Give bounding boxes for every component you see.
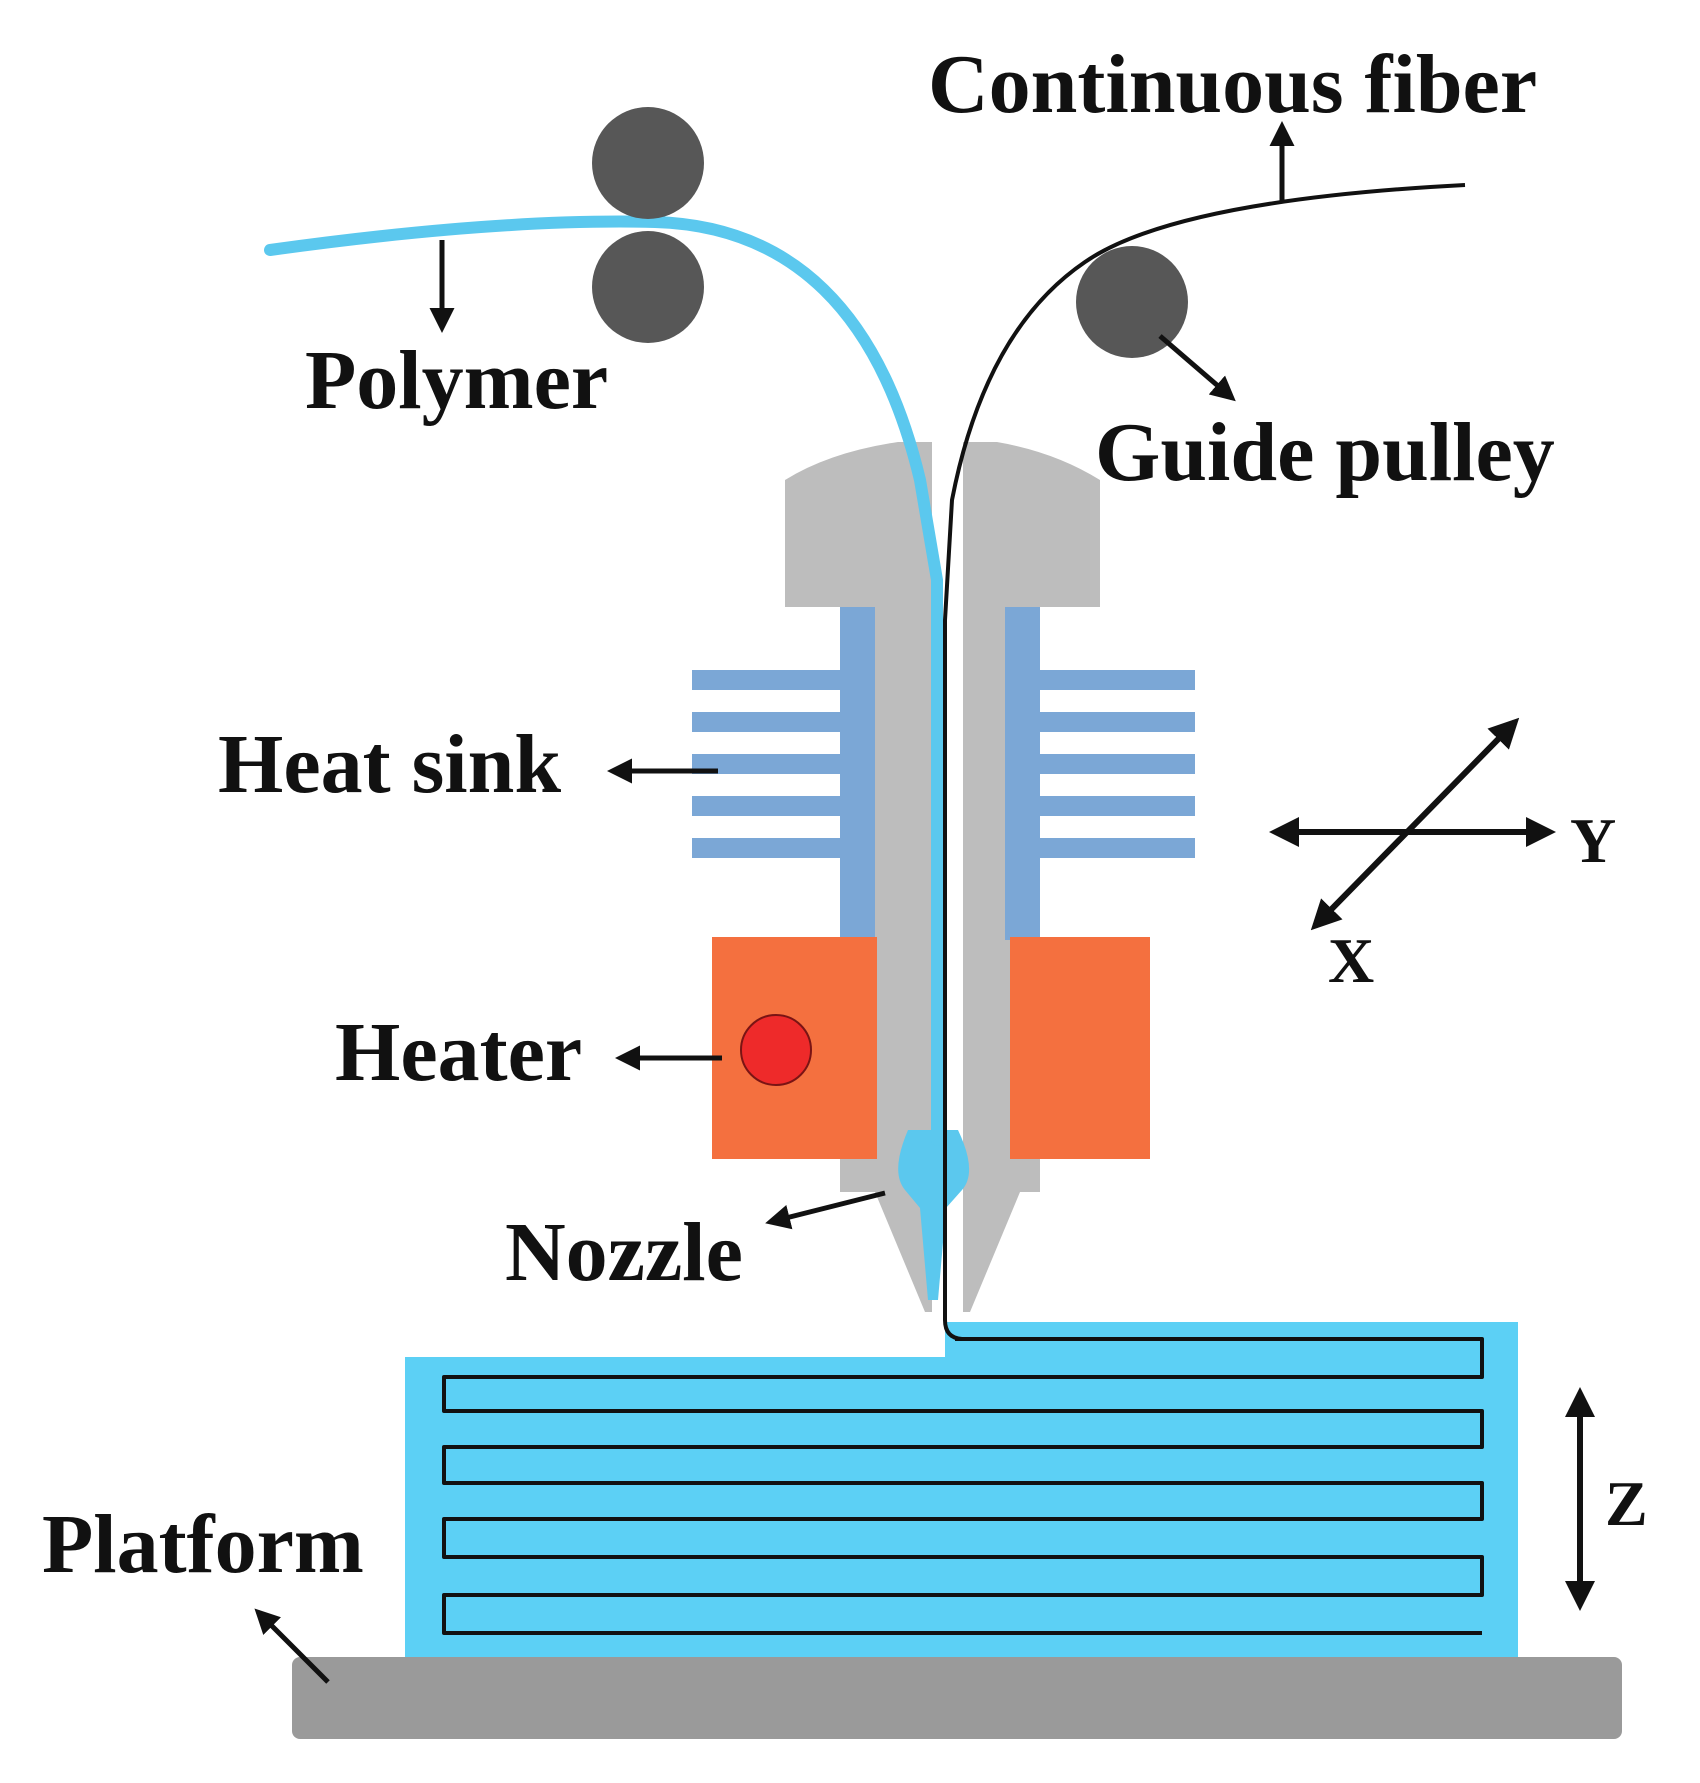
heater-label: Heater xyxy=(335,1006,582,1099)
xy-axes xyxy=(1269,717,1556,931)
heat-sink-label: Heat sink xyxy=(218,718,561,811)
axis-y-label: Y xyxy=(1570,805,1616,876)
nozzle-arrow xyxy=(765,1190,886,1230)
feed-roller-top xyxy=(592,107,704,219)
heat-sink-left xyxy=(692,607,875,940)
polymer-filament xyxy=(264,215,943,1146)
printed-part xyxy=(405,1322,1518,1657)
heat-sink-right xyxy=(1005,607,1195,940)
feed-roller-bottom xyxy=(592,231,704,343)
continuous-fiber-label: Continuous fiber xyxy=(928,38,1537,131)
fiber-serpentine-path xyxy=(442,1337,1484,1635)
heater-element xyxy=(740,1014,812,1086)
guide-pulley xyxy=(1076,246,1188,358)
nozzle-label: Nozzle xyxy=(505,1206,743,1299)
molten-polymer xyxy=(898,1130,970,1300)
platform-label: Platform xyxy=(42,1498,364,1591)
platform-arrow xyxy=(254,1608,330,1684)
continuous-fiber-strand xyxy=(943,183,1466,1341)
axis-z-label: Z xyxy=(1605,1468,1648,1539)
guide-pulley-arrow xyxy=(1158,334,1236,402)
platform-plate xyxy=(292,1657,1622,1739)
axis-x-label: X xyxy=(1328,925,1374,996)
heater-block-right xyxy=(1010,937,1150,1159)
polymer-label: Polymer xyxy=(305,334,608,427)
guide-pulley-label: Guide pulley xyxy=(1095,406,1555,499)
